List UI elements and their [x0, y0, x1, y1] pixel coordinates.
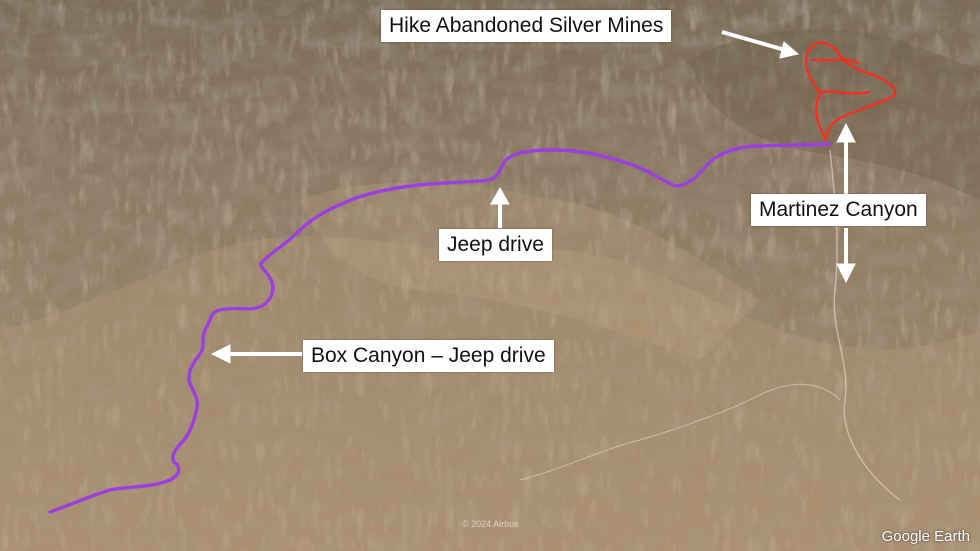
jeep-route: [48, 142, 832, 514]
imagery-copyright: © 2024 Airbus: [462, 519, 519, 529]
label-hike-silver-mines: Hike Abandoned Silver Mines: [381, 10, 672, 42]
hike-route: [804, 41, 897, 141]
google-earth-watermark: Google Earth: [881, 528, 970, 545]
label-martinez-canyon: Martinez Canyon: [751, 194, 926, 226]
label-jeep-drive: Jeep drive: [439, 229, 552, 261]
label-box-canyon: Box Canyon – Jeep drive: [303, 340, 554, 372]
arrows: [210, 30, 856, 364]
